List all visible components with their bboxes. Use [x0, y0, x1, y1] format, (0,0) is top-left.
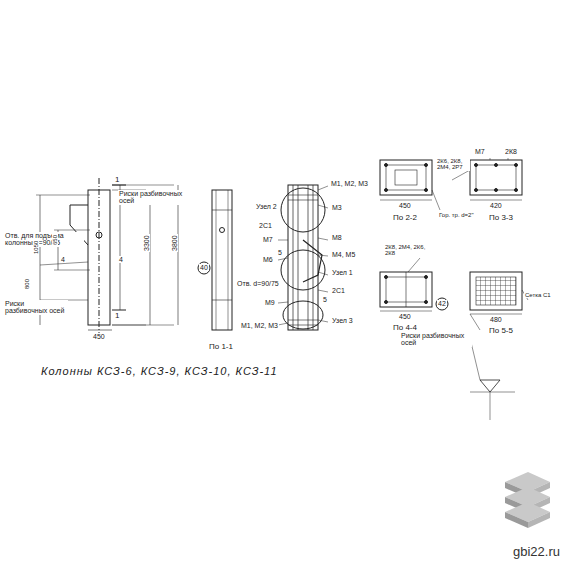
axis-note: Риски разбивочных осей	[4, 300, 68, 315]
dimension: 1050	[33, 240, 39, 255]
dimension: 3800	[171, 234, 178, 252]
callout-number: 40	[199, 264, 209, 271]
watermark-logo	[505, 472, 550, 528]
part-mark: М4, М5	[331, 251, 356, 258]
dimension: 3300	[143, 234, 150, 252]
dimension: 800	[24, 278, 30, 290]
dimension: 420	[489, 202, 503, 209]
part-mark: М8	[331, 234, 343, 241]
cut-mark: 5	[277, 249, 283, 256]
part-mark: 2С1	[331, 287, 346, 294]
drawing-title: Колонны КСЗ-6, КСЗ-9, КСЗ-10, КСЗ-11	[40, 366, 279, 378]
mesh-mark: Сетка С1	[524, 292, 552, 298]
part-mark: 2С1	[258, 222, 273, 229]
bar-marks: 2К8, 2М4, 2К6, 2К8	[384, 244, 434, 257]
pipe-note: Гор. тр. d=2"	[438, 212, 475, 218]
cut-mark: 1	[114, 312, 120, 320]
column-section	[198, 190, 232, 330]
part-mark: М9	[264, 299, 276, 306]
part-mark: М1, М2, М3	[330, 180, 369, 187]
part-mark: М7	[262, 236, 274, 243]
watermark: gbi22.ru	[512, 545, 561, 559]
axis-note: Риски разбивочных осей	[400, 332, 472, 347]
dimension: 650	[52, 234, 58, 246]
dimension: 450	[398, 313, 412, 320]
section-label: По 1-1	[208, 343, 234, 351]
reinforcement-detail	[278, 185, 328, 330]
cut-mark: 4	[118, 256, 124, 263]
cut-mark: 4	[60, 256, 66, 263]
cut-mark: 1	[114, 176, 120, 184]
dimension: 480	[489, 316, 503, 323]
section-label: По 2-2	[392, 214, 418, 222]
part-mark: 2К8	[504, 148, 518, 155]
node-label: Узел 3	[331, 317, 354, 324]
part-mark: М7	[474, 148, 486, 155]
cut-mark: 5	[322, 296, 328, 303]
axis-note: Риски разбивочных осей	[118, 190, 190, 205]
node-label: Узел 1	[331, 269, 354, 276]
node-label: Узел 2	[255, 203, 278, 210]
bar-marks: 2К6, 2К8, 2М4, 2Р7	[436, 158, 470, 171]
dimension: 450	[398, 202, 412, 209]
section-label: По 5-5	[488, 327, 514, 335]
part-mark: М6	[262, 256, 274, 263]
hole-note: Отв. для подъема колонны d=90/75	[4, 232, 84, 247]
part-mark: М3	[331, 204, 343, 211]
dimension: 450	[92, 333, 106, 340]
part-mark: М1, М2, М3	[240, 322, 279, 329]
hole-note: Отв. d=90/75	[236, 280, 280, 287]
callout-number: 42	[437, 300, 447, 307]
cross-sections	[380, 158, 528, 420]
section-label: По 3-3	[488, 214, 514, 222]
